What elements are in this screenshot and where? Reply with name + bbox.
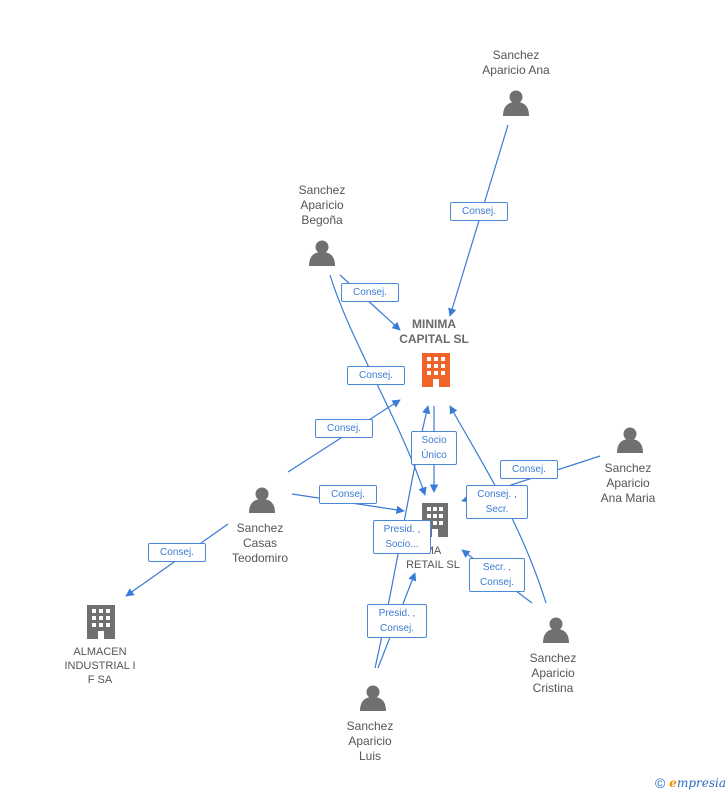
brand-logo-text: mpresia (676, 776, 726, 790)
node-label-cristina[interactable]: Sanchez Aparicio Cristina (529, 651, 577, 695)
node-label-teodomiro[interactable]: Sanchez Casas Teodomiro (231, 521, 289, 565)
edge-label-socio-unico[interactable]: Socio Único (411, 431, 457, 465)
edge-label-luis-capital[interactable]: Presid. , Consej. (367, 604, 427, 638)
person-icon[interactable] (543, 617, 569, 644)
person-icon[interactable] (617, 427, 643, 454)
edge-label-teodomiro-retail[interactable]: Consej. (319, 485, 377, 504)
copyright-icon: © (654, 775, 666, 791)
edge-label-teodomiro-capital[interactable]: Consej. (315, 419, 373, 438)
node-label-begona[interactable]: Sanchez Aparicio Begoña (298, 183, 346, 227)
person-icon[interactable] (249, 487, 275, 514)
node-label-ana[interactable]: Sanchez Aparicio Ana (482, 48, 550, 77)
copyright-notice: © empresia (655, 775, 726, 791)
edge-label-begona-capital[interactable]: Consej. (341, 283, 399, 302)
building-icon[interactable] (87, 605, 115, 639)
edge-label-begona-retail[interactable]: Consej. (347, 366, 405, 385)
person-icon[interactable] (309, 240, 335, 267)
node-label-minima-capital[interactable]: MINIMA CAPITAL SL (399, 317, 469, 346)
edge-label-luis-retail[interactable]: Presid. , Socio... (373, 520, 431, 554)
node-label-ana-maria[interactable]: Sanchez Aparicio Ana Maria (600, 461, 656, 505)
brand-logo-e: e (669, 776, 677, 790)
edge-label-anamaria-retail[interactable]: Consej. , Secr. (466, 485, 528, 519)
edge-label-anamaria-capital[interactable]: Consej. (500, 460, 558, 479)
edge-label-ana-capital[interactable]: Consej. (450, 202, 508, 221)
brand-logo[interactable]: empresia (669, 776, 726, 790)
person-icon[interactable] (503, 90, 529, 117)
person-icon[interactable] (360, 685, 386, 712)
edge-label-teodomiro-almacen[interactable]: Consej. (148, 543, 206, 562)
edge-label-cristina-retail[interactable]: Secr. , Consej. (469, 558, 525, 592)
building-icon[interactable] (422, 353, 450, 387)
node-label-almacen[interactable]: ALMACEN INDUSTRIAL I F SA (64, 646, 136, 686)
node-label-luis[interactable]: Sanchez Aparicio Luis (346, 719, 394, 763)
